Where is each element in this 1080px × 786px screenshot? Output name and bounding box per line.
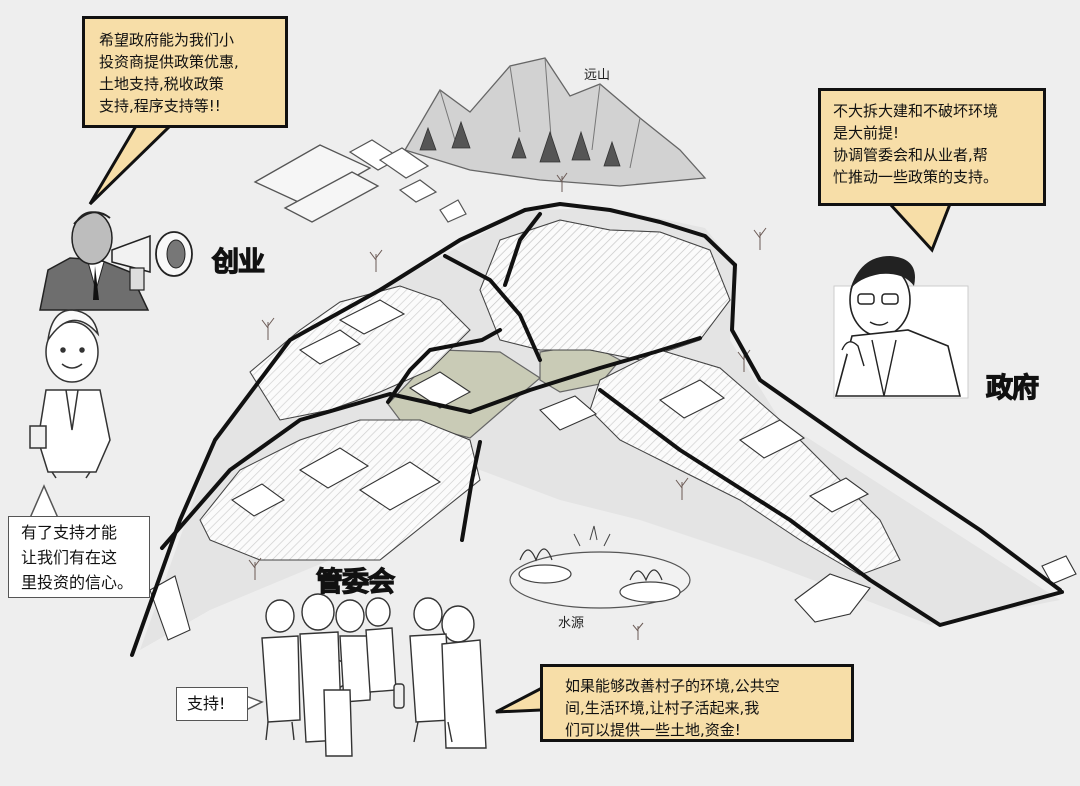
speech-bubble-tails: [28, 124, 953, 714]
entrepreneur-speech-bubble: 希望政府能为我们小 投资商提供政策优惠, 土地支持,税收政策 支持,程序支持等!…: [82, 16, 288, 128]
role-label-committee: 管委会: [315, 566, 395, 598]
committee-speech-bubble: 如果能够改善村子的环境,公共空 间,生活环境,让村子活起来,我 们可以提供一些土…: [540, 664, 854, 742]
bubble-line: 希望政府能为我们小: [99, 31, 235, 49]
role-label-government: 政府: [985, 372, 1039, 404]
water-source-label: 水源: [558, 616, 585, 631]
role-label-entrepreneur: 创业: [211, 246, 265, 278]
water-source-pond: [509, 525, 691, 609]
distant-buildings: [253, 139, 467, 223]
bubble-line: 支持,程序支持等!!: [99, 97, 221, 115]
roads: [130, 202, 1064, 657]
bubble-line: 忙推动一些政策的支持。: [833, 168, 999, 186]
bubble-line: 间,生活环境,让村子活起来,我: [565, 699, 760, 717]
far-mountain-label: 远山: [584, 68, 611, 83]
bubble-line: 不大拆大建和不破坏环境: [833, 102, 999, 120]
investor-figure: [29, 309, 111, 479]
bubble-line: 有了支持才能: [21, 523, 118, 542]
bubble-line: 是大前提!: [833, 124, 900, 142]
bubble-line: 投资商提供政策优惠,: [99, 53, 239, 71]
megaphone-man-figure: [39, 211, 193, 311]
bubble-line: 土地支持,税收政策: [99, 75, 224, 93]
villagers-speech-bubble: 支持!: [176, 687, 248, 721]
government-speech-bubble: 不大拆大建和不破坏环境 是大前提! 协调管委会和从业者,帮 忙推动一些政策的支持…: [818, 88, 1046, 206]
bubble-line: 协调管委会和从业者,帮: [833, 146, 988, 164]
far-mountains: [404, 57, 707, 187]
trees: [248, 172, 767, 640]
official-figure: [833, 256, 969, 399]
bubble-line: 让我们有在这: [21, 548, 118, 567]
bubble-line: 里投资的信心。: [21, 573, 134, 592]
bubble-line: 如果能够改善村子的环境,公共空: [565, 677, 780, 695]
building-clusters: [149, 219, 1077, 641]
investor-speech-bubble: 有了支持才能 让我们有在这 里投资的信心。: [8, 516, 150, 598]
villager-crowd-figure: [261, 593, 487, 757]
bubble-line: 们可以提供一些土地,资金!: [565, 721, 741, 739]
bubble-line: 支持!: [187, 694, 226, 713]
